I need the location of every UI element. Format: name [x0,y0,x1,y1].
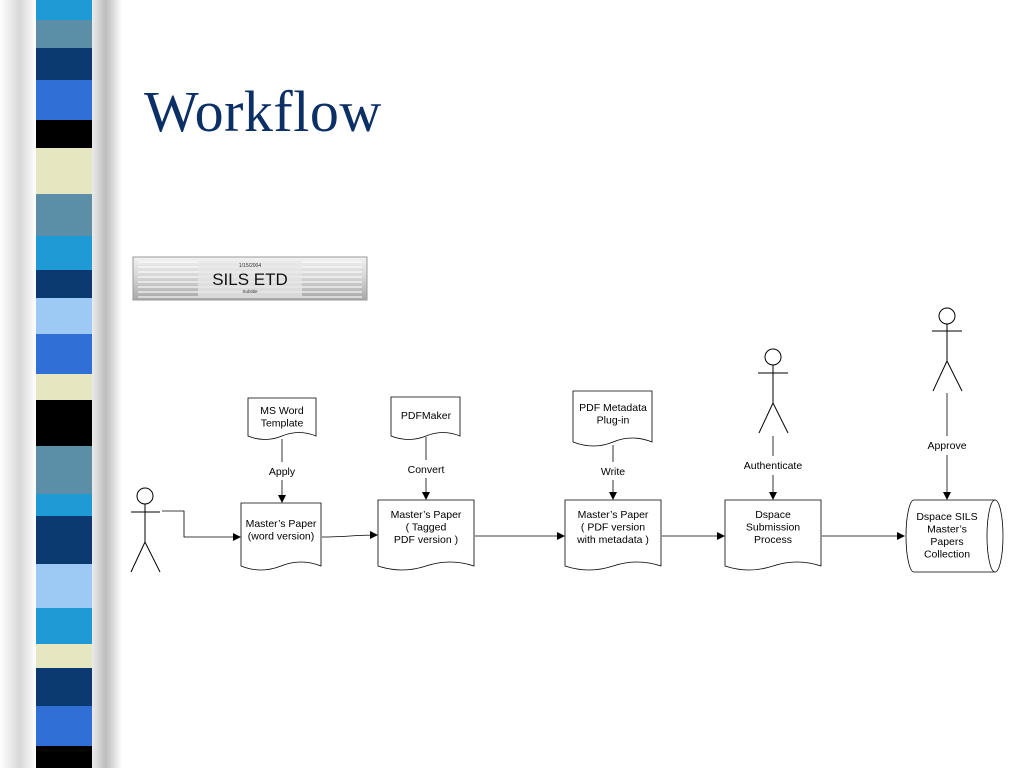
stripe-band [36,400,92,446]
label-line: (word version) [248,531,315,543]
decorative-stripe-column [0,0,122,768]
convert-label: Convert [408,464,445,476]
stripe-bands [36,0,92,768]
stripe-band [36,120,92,148]
stripe-band [36,270,92,298]
stripe-band [36,148,92,194]
stripe-band [36,516,92,564]
actor-authenticator-icon [758,348,789,434]
stripe-band [36,48,92,80]
masters-paper-word-label: Master’s Paper(word version) [246,518,317,543]
stripe-band [36,374,92,400]
dspace-submission-process-shape [724,499,822,571]
stripe-band [36,236,92,270]
actor-approver-icon [932,307,963,392]
label-line: Submission [746,522,800,534]
student-to-word-connector [162,510,241,541]
label-line: Master’s [927,524,967,536]
masters-paper-word-shape [240,502,322,571]
write-label: Write [601,466,625,478]
banner-subtitle: Subtitle [242,289,258,294]
stripe-band [36,80,92,120]
actor-student-icon [130,487,161,573]
stripe-band [36,298,92,334]
label-line: Plug-in [597,415,630,427]
stripe-band [36,668,92,706]
pdf-metadata-plugin-shape [572,390,653,447]
stripe-band [36,446,92,494]
label-line: PDF version ) [394,534,458,546]
label-line: Papers [930,536,963,548]
stripe-band [36,608,92,644]
pdfmaker-label: PDFMaker [401,410,452,422]
slide-title: Workflow [144,79,382,144]
stripe-band [36,494,92,516]
label-line: ( Tagged [406,522,447,534]
label-line: with metadata ) [576,534,649,546]
apply-label: Apply [269,466,296,478]
label-line: Process [754,534,792,546]
banner-heading: SILS ETD [212,270,288,289]
sils-etd-banner: 1/15/2004 SILS ETD Subtitle [132,256,368,301]
label-line: Template [261,418,304,430]
stripe-band [36,746,92,768]
dspace-collection-inner-arc [986,499,996,573]
stripe-band [36,194,92,236]
pdfmaker-shape [390,396,461,440]
stripe-band [36,334,92,374]
stripe-band [36,0,92,20]
label-line: ( PDF version [581,522,645,534]
stripe-band [36,20,92,48]
word-to-tagged-connector [321,531,378,540]
stripe-band [36,564,92,608]
authenticate-label: Authenticate [744,460,803,472]
stripe-left-shade [0,0,36,768]
stripe-band [36,644,92,668]
banner-date: 1/15/2004 [239,263,261,269]
approve-label: Approve [927,440,966,452]
stripe-band [36,706,92,746]
masters-paper-pdf-metadata-shape [564,499,662,571]
ms-word-template-shape [247,397,317,440]
label-line: Collection [924,549,970,561]
masters-paper-tagged-pdf-shape [377,499,475,571]
